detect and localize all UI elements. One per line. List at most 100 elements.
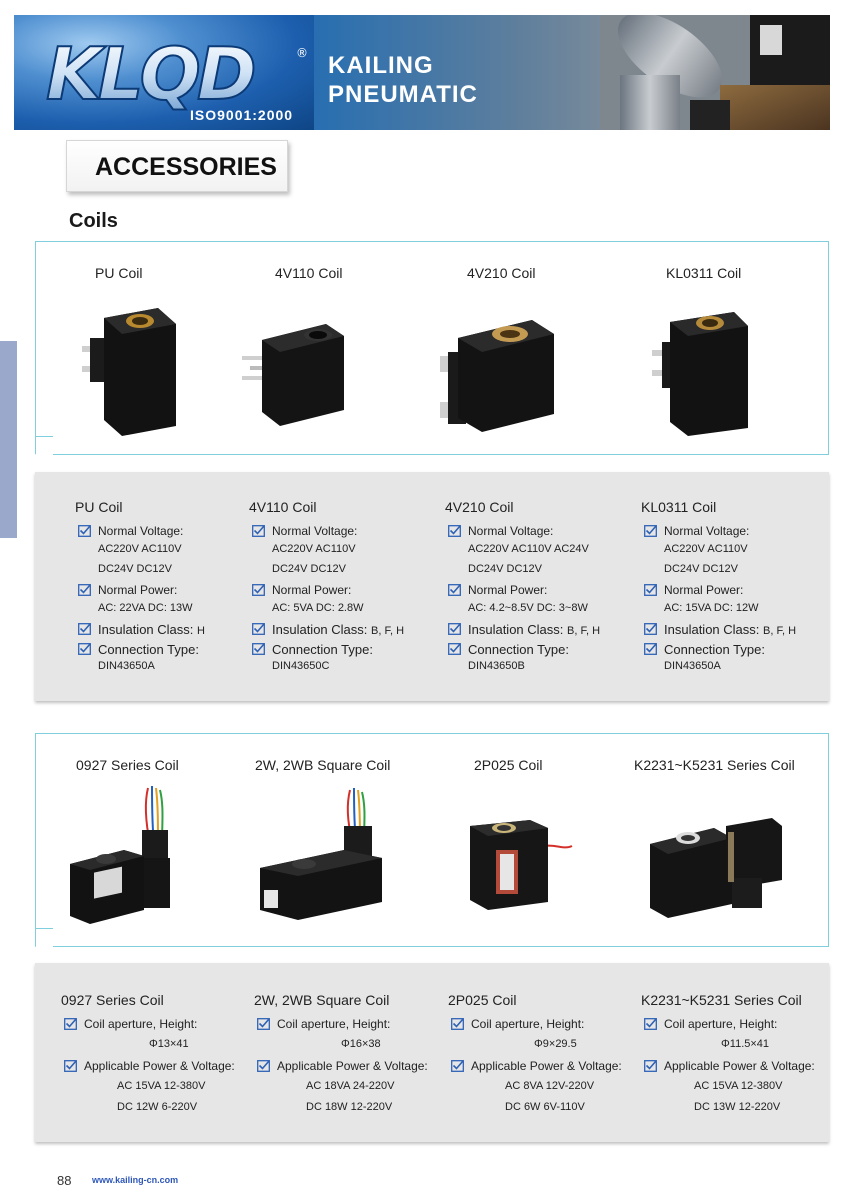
spec-insulation: Insulation Class: B, F, H	[644, 622, 796, 637]
spec-aperture-value: Φ13×41	[149, 1038, 189, 1050]
section-title: ACCESSORIES	[95, 153, 277, 181]
label-text: Applicable Power & Voltage:	[471, 1059, 622, 1073]
checkbox-icon	[448, 525, 461, 537]
label-text: Applicable Power & Voltage:	[664, 1059, 815, 1073]
label-text: Connection Type:	[468, 642, 569, 657]
insulation-value: B, F, H	[567, 625, 601, 637]
4v110-coil-image	[242, 324, 344, 426]
spec-voltage-ac: AC220V AC110V AC24V	[468, 543, 589, 555]
label-text: Normal Power:	[98, 583, 178, 597]
label-text: Normal Power:	[664, 583, 744, 597]
label-text: Coil aperture, Height:	[84, 1017, 198, 1031]
checkbox-icon	[252, 643, 265, 655]
spec-power-label: Normal Power:	[252, 583, 351, 597]
spec-voltage-dc: DC24V DC12V	[98, 563, 172, 575]
spec-title: 2W, 2WB Square Coil	[254, 992, 390, 1008]
checkbox-icon	[451, 1060, 464, 1072]
spec-title: KL0311 Coil	[641, 499, 717, 515]
valve-photo	[600, 15, 830, 130]
checkbox-icon	[257, 1060, 270, 1072]
label-text: Normal Voltage:	[468, 524, 554, 538]
spec-dc-value: DC 18W 12-220V	[306, 1101, 393, 1113]
insulation-value: H	[197, 625, 205, 637]
checkbox-icon	[644, 584, 657, 596]
pu-coil-image	[82, 308, 176, 436]
spec-power-value: AC: 15VA DC: 12W	[664, 602, 759, 614]
spec-connection-value: DIN43650A	[98, 660, 155, 672]
spec-connection-label: Connection Type:	[78, 642, 199, 657]
spec-power-label: Applicable Power & Voltage:	[644, 1059, 815, 1073]
spec-dc-value: DC 12W 6-220V	[117, 1101, 198, 1113]
checkbox-icon	[78, 584, 91, 596]
spec-aperture-value: Φ11.5×41	[721, 1038, 770, 1050]
label-text: Coil aperture, Height:	[277, 1017, 391, 1031]
checkbox-icon	[448, 643, 461, 655]
coil-photo-name: 0927 Series Coil	[76, 757, 179, 773]
label-text: Applicable Power & Voltage:	[277, 1059, 428, 1073]
spec-power-label: Normal Power:	[448, 583, 547, 597]
spec-insulation: Insulation Class: B, F, H	[448, 622, 600, 637]
spec-title: 0927 Series Coil	[61, 992, 164, 1008]
label-text: Normal Voltage:	[664, 524, 750, 538]
spec-connection-label: Connection Type:	[644, 642, 765, 657]
checkbox-icon	[448, 623, 461, 635]
checkbox-icon	[644, 525, 657, 537]
insulation-value: B, F, H	[763, 625, 797, 637]
spec-aperture-label: Coil aperture, Height:	[644, 1017, 777, 1031]
spec-power-label: Applicable Power & Voltage:	[64, 1059, 235, 1073]
label-text: Coil aperture, Height:	[664, 1017, 778, 1031]
label-text: Connection Type:	[272, 642, 373, 657]
spec-power-label: Applicable Power & Voltage:	[257, 1059, 428, 1073]
spec-power-label: Normal Power:	[78, 583, 177, 597]
checkbox-icon	[257, 1018, 270, 1030]
brand-line-2: PNEUMATIC	[328, 81, 478, 108]
brand-name: KAILING PNEUMATIC	[328, 51, 478, 109]
spec-insulation: Insulation Class: B, F, H	[252, 622, 404, 637]
spec-power-value: AC: 5VA DC: 2.8W	[272, 602, 364, 614]
spec-power-value: AC: 22VA DC: 13W	[98, 602, 193, 614]
label-text: Insulation Class:	[664, 622, 760, 637]
checkbox-icon	[78, 525, 91, 537]
coil-spec-panel-2: 0927 Series Coil Coil aperture, Height: …	[35, 963, 829, 1142]
spec-title: K2231~K5231 Series Coil	[641, 992, 802, 1008]
checkbox-icon	[64, 1060, 77, 1072]
checkbox-icon	[644, 623, 657, 635]
spec-insulation: Insulation Class: H	[78, 622, 205, 637]
checkbox-icon	[64, 1018, 77, 1030]
spec-title: PU Coil	[75, 499, 123, 515]
label-text: Coil aperture, Height:	[471, 1017, 585, 1031]
checkbox-icon	[252, 623, 265, 635]
spec-voltage-ac: AC220V AC110V	[272, 543, 356, 555]
spec-voltage-ac: AC220V AC110V	[98, 543, 182, 555]
coil-photo-name: K2231~K5231 Series Coil	[634, 757, 795, 773]
spec-aperture-value: Φ9×29.5	[534, 1038, 577, 1050]
spec-aperture-label: Coil aperture, Height:	[64, 1017, 197, 1031]
spec-voltage-label: Normal Voltage:	[252, 524, 357, 538]
iso-certification: ISO9001:2000	[190, 107, 294, 123]
spec-aperture-value: Φ16×38	[341, 1038, 381, 1050]
spec-aperture-label: Coil aperture, Height:	[257, 1017, 390, 1031]
coil-photo-name: PU Coil	[95, 265, 143, 281]
checkbox-icon	[451, 1018, 464, 1030]
checkbox-icon	[78, 643, 91, 655]
k2231-coil-image	[650, 818, 782, 918]
label-text: Insulation Class:	[272, 622, 368, 637]
spec-connection-value: DIN43650C	[272, 660, 330, 672]
spec-connection-label: Connection Type:	[448, 642, 569, 657]
spec-dc-value: DC 13W 12-220V	[694, 1101, 781, 1113]
side-tab-strip	[0, 341, 17, 538]
coil-photo-name: 2W, 2WB Square Coil	[255, 757, 391, 773]
spec-ac-value: AC 15VA 12-380V	[117, 1080, 206, 1092]
spec-title: 4V110 Coil	[249, 499, 317, 515]
coil-photo-name: 4V210 Coil	[467, 265, 536, 281]
spec-dc-value: DC 6W 6V-110V	[505, 1101, 585, 1113]
klqd-logo: KLQD ®	[45, 35, 308, 115]
website-link[interactable]: www.kailing-cn.com	[92, 1175, 179, 1185]
coil-photo-name: KL0311 Coil	[666, 265, 742, 281]
label-text: Connection Type:	[664, 642, 765, 657]
label-text: Normal Voltage:	[98, 524, 184, 538]
label-text: Insulation Class:	[98, 622, 194, 637]
0927-coil-image	[70, 785, 170, 924]
spec-voltage-dc: DC24V DC12V	[468, 563, 542, 575]
coil-photo-name: 2P025 Coil	[474, 757, 543, 773]
